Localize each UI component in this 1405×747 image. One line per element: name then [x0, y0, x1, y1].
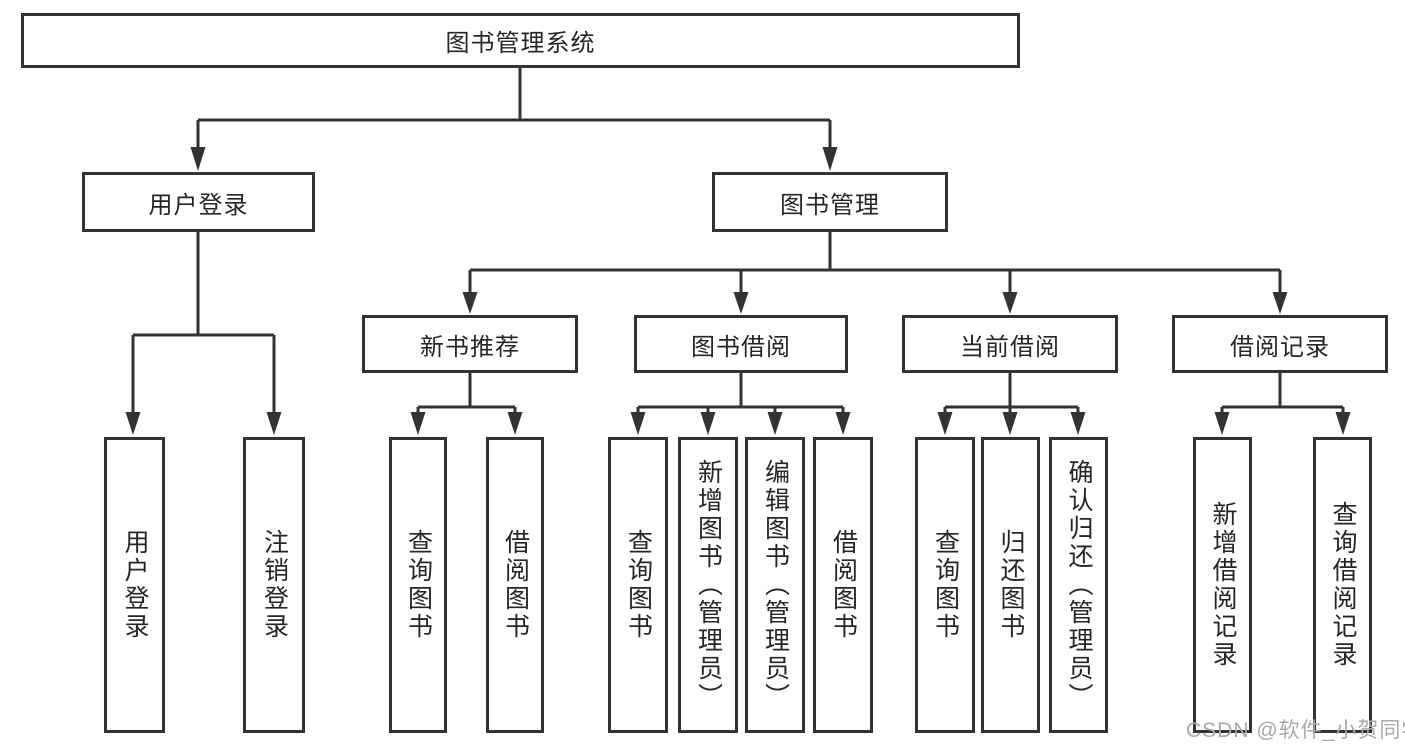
node-label: 注销登录: [260, 529, 289, 641]
leaf-query-books: 查询图书: [915, 437, 975, 733]
node-label: 归还图书: [997, 529, 1025, 641]
node-label: 新增图书（管理员）: [694, 459, 723, 711]
leaf-edit-books-admin: 编辑图书（管理员）: [745, 437, 805, 733]
node-label: 查询图书: [931, 529, 960, 641]
node-label: 当前借阅: [960, 333, 1060, 361]
node-label: 用户登录: [121, 529, 149, 641]
leaf-user-login: 用户登录: [104, 437, 165, 733]
node-book-management: 图书管理: [712, 172, 948, 232]
node-label: 借阅图书: [501, 529, 530, 641]
node-system-root: 图书管理系统: [21, 13, 1020, 68]
node-book-borrow: 图书借阅: [634, 315, 848, 373]
node-label: 查询图书: [624, 529, 653, 641]
node-label: 借阅图书: [829, 529, 858, 641]
leaf-confirm-return-admin: 确认归还（管理员）: [1049, 437, 1108, 733]
node-label: 图书管理系统: [445, 30, 596, 57]
leaf-add-borrow-record: 新增借阅记录: [1193, 437, 1252, 733]
leaf-query-books: 查询图书: [608, 437, 668, 733]
leaf-borrow-books: 借阅图书: [486, 437, 544, 733]
node-label: 图书管理: [780, 191, 880, 219]
node-label: 查询借阅记录: [1329, 501, 1357, 669]
node-borrow-records: 借阅记录: [1172, 315, 1388, 373]
node-label: 借阅记录: [1230, 333, 1330, 361]
node-label: 查询图书: [404, 529, 433, 641]
node-label: 新增借阅记录: [1209, 501, 1237, 669]
node-current-borrow: 当前借阅: [902, 315, 1118, 373]
leaf-borrow-books: 借阅图书: [813, 437, 873, 733]
node-label: 用户登录: [148, 191, 249, 219]
leaf-add-books-admin: 新增图书（管理员）: [678, 437, 738, 733]
node-label: 图书借阅: [691, 333, 791, 361]
csdn-watermark: CSDN @软件_小贺同学: [1186, 719, 1405, 742]
leaf-logout: 注销登录: [243, 437, 305, 733]
leaf-query-borrow-record: 查询借阅记录: [1313, 437, 1372, 733]
node-user-login: 用户登录: [82, 172, 315, 232]
node-label: 编辑图书（管理员）: [761, 459, 790, 711]
node-new-book-recommend: 新书推荐: [362, 315, 578, 373]
leaf-query-books: 查询图书: [389, 437, 447, 733]
node-label: 确认归还（管理员）: [1065, 459, 1093, 711]
node-label: 新书推荐: [420, 333, 520, 361]
leaf-return-books: 归还图书: [981, 437, 1040, 733]
